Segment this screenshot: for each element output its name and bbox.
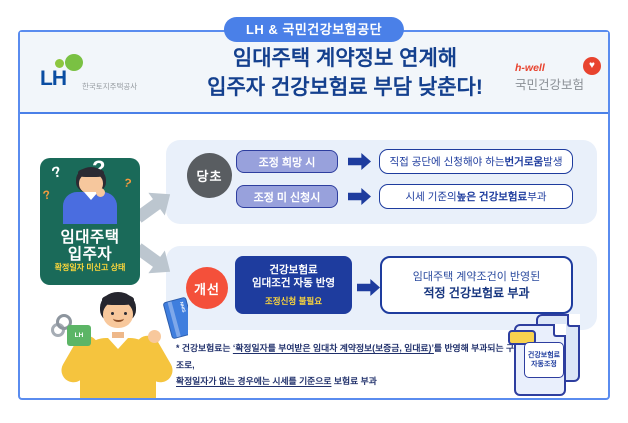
tenant-card-title-line2: 입주자	[67, 246, 113, 263]
nhis-brand-text: h-well	[515, 62, 545, 74]
before-condition-2: 조정 미 신청시	[236, 185, 338, 208]
after-result-box: 임대주택 계약조건이 반영된 적정 건강보험료 부과	[380, 256, 573, 314]
after-label-badge: 개선	[186, 267, 228, 309]
before-label-badge: 당초	[187, 153, 232, 198]
after-action-note: 조정신청 불필요	[264, 295, 323, 306]
lh-logo-text: LH	[40, 67, 67, 90]
nhis-name-text: 국민건강보험	[515, 78, 585, 92]
document-icon: 건강보험료 자동조정	[508, 310, 604, 400]
document-badge-line1: 건강보험료	[527, 351, 561, 359]
arrow-right-icon	[348, 188, 371, 205]
question-mark-icon: ?	[49, 162, 64, 183]
tenant-card-illustration-hand	[96, 188, 105, 197]
before-panel: 당초 조정 희망 시 직접 공단에 신청해야 하는 번거로움 발생 조정 미 신…	[166, 140, 597, 224]
footnote-middle: 를 반영해 부과되는 구조로,	[176, 343, 515, 370]
nhis-logo: ♥ h-well 국민건강보험	[497, 57, 603, 99]
document-tab	[508, 330, 536, 345]
before-result-2-bold: 높은 건강보험료	[456, 191, 528, 203]
insurance-card-label: NHIS	[178, 301, 187, 313]
keys-icon	[56, 314, 72, 330]
character-eye	[111, 312, 114, 315]
after-result-line1: 임대주택 계약조건이 반영된	[412, 271, 541, 283]
question-mark-icon: ?	[41, 187, 52, 203]
lh-logo-circle-icon	[65, 54, 83, 71]
after-action-line2: 임대조건 자동 반영	[251, 276, 336, 289]
page-title-line2: 입주자 건강보험료 부담 낮춘다!	[207, 75, 483, 99]
lh-logo: LH 한국토지주택공사	[40, 54, 160, 100]
page-fold-icon	[567, 314, 580, 327]
after-panel: 개선 건강보험료 임대조건 자동 반영 조정신청 불필요 임대주택 계약조건이 …	[166, 246, 597, 330]
insurance-card-icon: NHIS	[162, 296, 188, 340]
character-smile	[113, 315, 124, 322]
arrow-right-icon	[348, 153, 371, 170]
tenant-card-title-line1: 임대주택	[60, 229, 120, 246]
character-neck	[112, 332, 124, 341]
character-fringe	[102, 294, 134, 305]
house-keychain-icon: LH	[67, 325, 91, 346]
document-badge-line2: 자동조정	[531, 361, 557, 368]
tenant-card-illustration-collar	[84, 192, 98, 200]
before-result-1-text: 직접 공단에 신청해야 하는	[389, 156, 505, 168]
header-band	[20, 32, 608, 114]
after-action-line1: 건강보험료	[269, 263, 318, 276]
insurance-card-stripe	[167, 301, 181, 338]
arrow-right-icon	[357, 279, 380, 296]
footnote: * 건강보험료는 ‘확정일자를 부여받은 임대차 계약정보(보증금, 임대료)’…	[176, 340, 516, 390]
character-right-hand	[148, 330, 161, 343]
lh-logo-dot-icon	[55, 59, 64, 68]
character-eye	[124, 312, 127, 315]
tenant-card-illustration-fringe	[78, 168, 104, 177]
tenant-character-illustration: LH NHIS	[46, 292, 188, 398]
document-badge: 건강보험료 자동조정	[524, 342, 564, 378]
after-result-line2: 적정 건강보험료 부과	[423, 286, 530, 300]
before-result-1: 직접 공단에 신청해야 하는 번거로움 발생	[379, 149, 573, 174]
character-collar	[108, 338, 128, 349]
character-face	[103, 301, 133, 328]
heart-icon: ♥	[583, 57, 601, 75]
after-action-box: 건강보험료 임대조건 자동 반영 조정신청 불필요	[235, 256, 352, 314]
lh-logo-subtitle: 한국토지주택공사	[82, 82, 138, 91]
page-fold-icon	[553, 324, 566, 337]
before-condition-1: 조정 희망 시	[236, 150, 338, 173]
before-result-2: 시세 기준의 높은 건강보험료 부과	[379, 184, 573, 209]
footnote-underline-1: ‘확정일자를 부여받은 임대차 계약정보(보증금, 임대료)’	[232, 343, 434, 353]
top-banner: LH & 국민건강보험공단	[223, 17, 405, 42]
before-result-2-suffix: 부과	[527, 191, 547, 203]
before-result-1-bold: 번거로움	[504, 156, 544, 168]
question-mark-icon: ?	[122, 175, 133, 191]
footnote-underline-2: 확정일자가 없는 경우에는 시세를 기준으로	[176, 376, 332, 386]
page-title: 임대주택 계약정보 연계해 입주자 건강보험료 부담 낮춘다!	[180, 45, 510, 102]
footnote-prefix: * 건강보험료는	[176, 343, 233, 353]
tenant-card: ? ? ? ? 임대주택 입주자 확정일자 미신고 상태	[40, 158, 140, 285]
before-result-1-suffix: 발생	[543, 156, 563, 168]
footnote-suffix: 보험료 부과	[331, 376, 377, 386]
tenant-card-status: 확정일자 미신고 상태	[54, 263, 126, 272]
page-title-line1: 임대주택 계약정보 연계해	[232, 47, 458, 70]
before-result-2-text: 시세 기준의	[405, 191, 457, 203]
